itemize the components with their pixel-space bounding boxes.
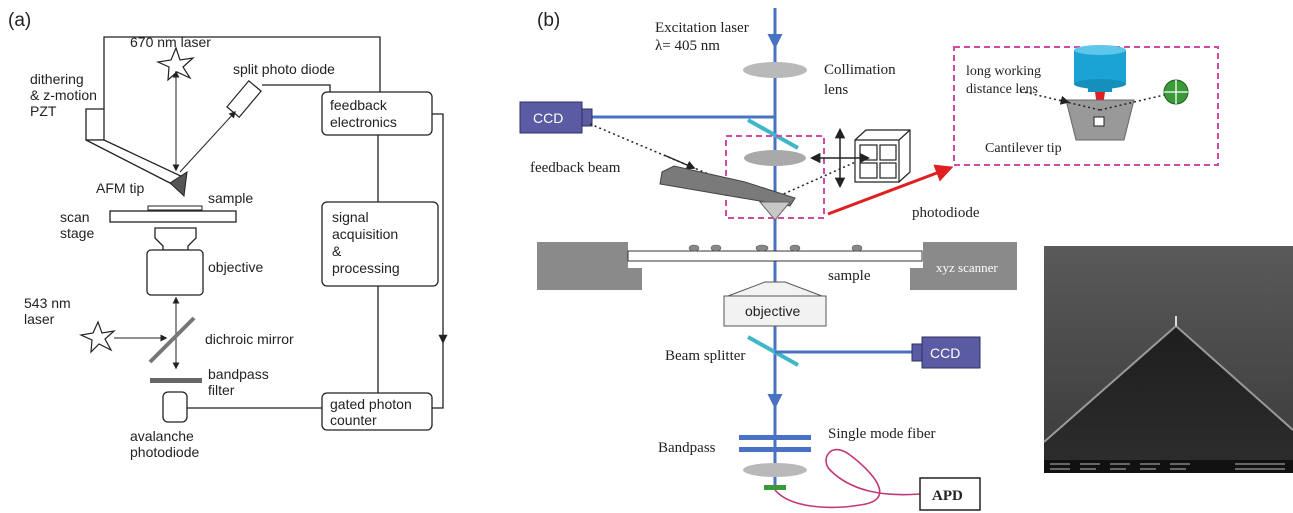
laser-543-star-icon (78, 320, 116, 354)
sem-info-text-marks (1050, 463, 1285, 470)
sem-edge-right (1175, 325, 1293, 431)
cantilever (85, 139, 187, 184)
split-photo-diode-label: split photo diode (233, 61, 335, 77)
objective-a-icon (154, 227, 197, 251)
objective-b-top-icon (727, 281, 823, 297)
panel-a-label: (a) (8, 10, 31, 31)
panel-b: (b) Excitation laser λ= 405 nm Collimati… (519, 8, 1219, 511)
laser-543-label: 543 nm laser (24, 295, 75, 327)
ccd-top-icon (519, 101, 593, 134)
feedback-arrow (432, 113, 448, 344)
cantilever-b-icon (659, 165, 796, 207)
wavelength-label: λ= 405 nm (655, 38, 720, 54)
photodiode-label: photodiode (912, 205, 980, 221)
panel-b-label: (b) (537, 10, 560, 31)
inset-detector-icon (1163, 79, 1189, 105)
fiber-coupler-icon (764, 485, 786, 490)
bandpass-filter-label: bandpass filter (208, 366, 273, 398)
objective-a-body (146, 249, 204, 296)
scan-stage-label: scan stage (60, 209, 94, 241)
single-mode-fiber-cable (774, 448, 921, 509)
sem-pyramid-tip (1044, 326, 1293, 460)
collimation-lens-icon (743, 62, 807, 78)
fiber-coupling-lens-icon (743, 463, 807, 477)
dichroic-mirror-icon (148, 316, 196, 364)
split-photo-diode-icon (226, 79, 262, 119)
signal-acquisition-label: signal acquisition & processing (332, 209, 402, 276)
single-mode-fiber-label: Single mode fiber (828, 426, 935, 442)
excitation-laser-label: Excitation laser (655, 20, 749, 36)
objective-label-b: objective (745, 303, 800, 319)
feedback-beam-label: feedback beam (530, 160, 621, 176)
ccd-bottom-label: CCD (930, 345, 960, 361)
afm-tip-icon (169, 170, 188, 198)
bandpass-filter-2-icon (739, 447, 811, 452)
sample-slide-b (627, 250, 923, 262)
sample-label-b: sample (828, 268, 871, 284)
laser-670-label: 670 nm laser (130, 34, 211, 50)
sample-slide-a (147, 205, 203, 211)
sem-edge-left (1043, 325, 1177, 443)
panel-a: (a) 670 nm laser split photo diode dithe… (8, 10, 448, 460)
photodiode-quadrant-icon (854, 129, 911, 183)
inset-beam-arrow-icon (1059, 95, 1070, 105)
beam-splitter-top-icon (747, 118, 799, 150)
zoom-arrow (827, 164, 954, 216)
ccd-top-label: CCD (533, 110, 563, 126)
objective-label-a: objective (208, 259, 263, 275)
gated-photon-counter-label: gated photon counter (330, 396, 416, 428)
apd-box (919, 477, 981, 511)
beam-splitter-bottom-icon (747, 335, 799, 367)
bandpass-filter-icon (150, 378, 202, 383)
sample-label-a: sample (208, 190, 253, 206)
pzt-block (85, 108, 105, 141)
collimation-lens-label: Collimation lens (824, 62, 899, 98)
xyz-scanner-label: xyz scanner (936, 260, 998, 275)
scan-stage (109, 210, 237, 223)
gated-photon-counter-box (321, 392, 433, 431)
cantilever-tip-b-icon (758, 201, 792, 221)
beam-splitter-label: Beam splitter (665, 348, 745, 364)
feedback-beam-arrow-icon (663, 154, 696, 170)
afm-tip-label: AFM tip (96, 180, 144, 196)
feedback-electronics-label: feedback electronics (330, 97, 397, 130)
inset-cantilever-tip-icon (1093, 116, 1105, 127)
beam-reflected (179, 110, 236, 173)
avalanche-photodiode-label: avalanche photodiode (130, 428, 200, 460)
dichroic-mirror-label: dichroic mirror (205, 331, 294, 347)
bandpass-label: Bandpass (658, 440, 716, 456)
long-working-distance-lens-icon (1074, 45, 1126, 92)
inset-out-beam (1099, 94, 1165, 111)
focusing-lens-icon (744, 150, 806, 166)
bandpass-filter-1-icon (739, 435, 811, 440)
pzt-label: dithering & z-motion PZT (30, 71, 101, 119)
sample-particles (688, 244, 863, 252)
apd-label: APD (932, 488, 963, 504)
sem-image (1043, 246, 1293, 473)
signal-acquisition-box (321, 201, 439, 287)
ccd-bottom-icon (911, 336, 981, 369)
objective-b-body (723, 295, 827, 327)
avalanche-photodiode-icon (162, 391, 188, 423)
xyz-scanner-icon (537, 242, 1017, 290)
sem-info-bar (1044, 460, 1293, 473)
photodiode-wire (262, 84, 331, 92)
inset-cantilever-label: Cantilever tip (985, 141, 1062, 156)
inset-lens-label: long working distance lens (966, 64, 1045, 97)
reflected-beam-line (769, 159, 861, 201)
top-wire (103, 36, 381, 109)
counter-return-wire (432, 340, 444, 409)
